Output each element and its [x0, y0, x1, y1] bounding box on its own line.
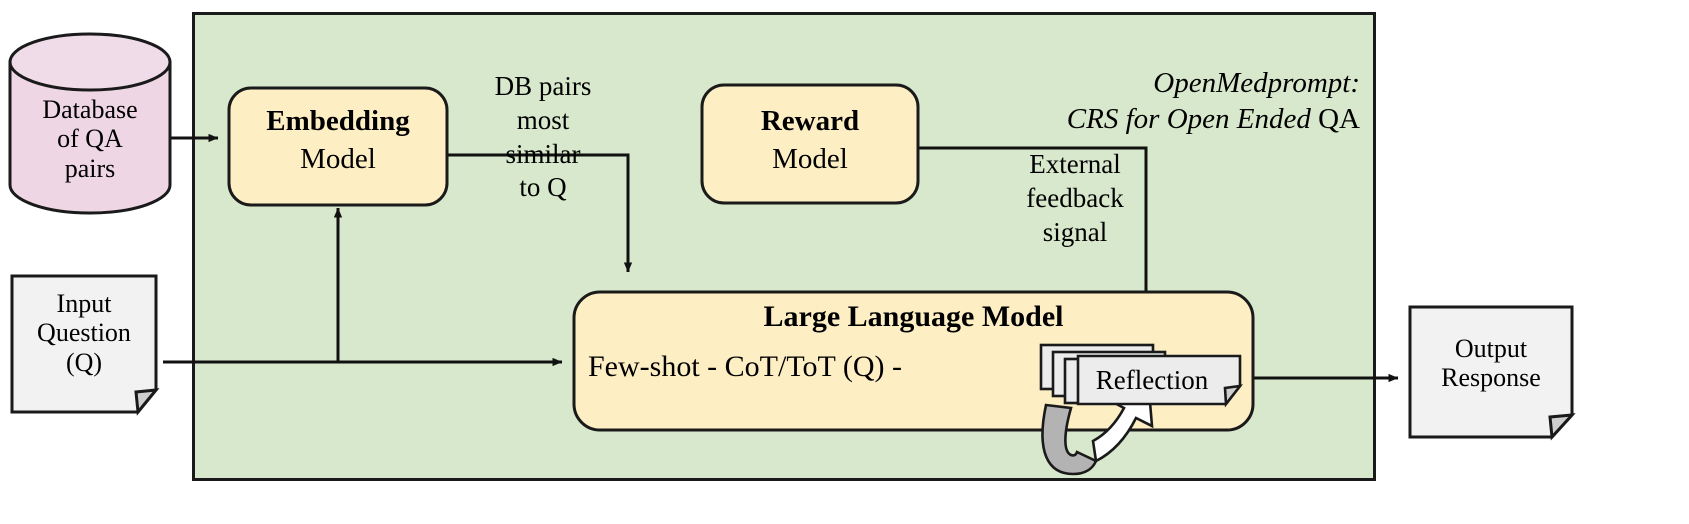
- llm-title: Large Language Model: [763, 300, 1064, 333]
- pipeline-title-line1: OpenMedprompt:: [1153, 66, 1360, 99]
- input-question-node: [10, 274, 160, 416]
- database-label: Database of QA pairs: [42, 95, 138, 183]
- llm-subtitle: Few-shot - CoT/ToT (Q) -: [588, 350, 902, 383]
- pipeline-title-line2: CRS for Open Ended QA: [1066, 102, 1360, 135]
- edge-label-db-pairs: DB pairs most similar to Q: [494, 71, 592, 203]
- reflection-node: [1039, 343, 1243, 408]
- input-question-label: Input Question (Q): [37, 289, 131, 377]
- output-response-label: Output Response: [1441, 334, 1541, 393]
- edge-label-external-feedback: External feedback signal: [1026, 149, 1124, 247]
- reward-model-title: Reward: [760, 105, 860, 137]
- embedding-model-subtitle: Model: [300, 143, 376, 175]
- reflection-label: Reflection: [1095, 365, 1209, 395]
- embedding-model-node: [227, 86, 449, 207]
- embedding-model-title: Embedding: [266, 105, 410, 137]
- database-node: [8, 32, 172, 215]
- edge-reward-to-llm: [918, 146, 1151, 356]
- output-response-node: [1408, 305, 1576, 441]
- reward-model-node: [700, 83, 920, 205]
- reward-model-subtitle: Model: [772, 143, 848, 175]
- edge-embedding-to-llm: [447, 153, 633, 273]
